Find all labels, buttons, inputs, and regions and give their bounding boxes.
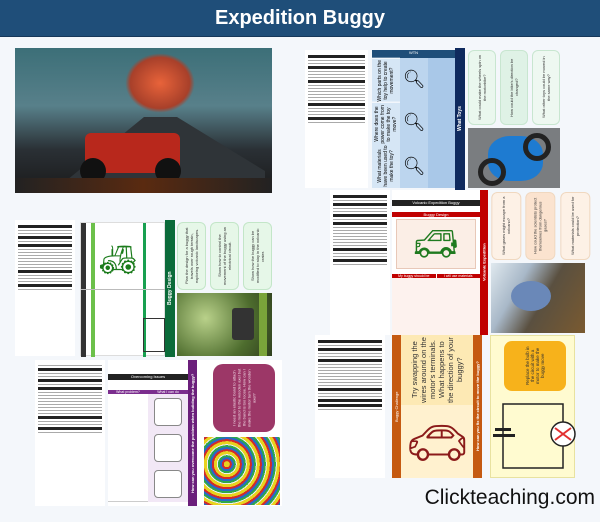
question: Where does the power come from to make t… <box>372 101 400 146</box>
magnifier-icon: 🔍︎ <box>402 112 426 133</box>
overcoming-issues-worksheet: Overcoming Issues What problem? What I c… <box>108 360 188 506</box>
question: Which parts on the toy help to create mo… <box>372 58 400 102</box>
challenge-card: Try swapping the wires around on the mot… <box>401 335 473 478</box>
section-strip: How can you overcome the problem when bu… <box>188 360 197 506</box>
table-header: WTN <box>372 50 455 58</box>
column-header: What I can do <box>148 390 188 394</box>
sheet-title: Overcoming Issues <box>108 374 188 380</box>
lesson-plan-thumb <box>15 220 75 356</box>
toy-buggy-photo <box>177 293 272 356</box>
buggy-design-worksheet: 🚜︎ <box>80 222 166 357</box>
rubber-bands-photo <box>204 437 280 505</box>
question-card: What gases might escape from a volcano? <box>491 192 522 260</box>
volcanic-gas-photo <box>491 263 585 333</box>
page-title: Expedition Buggy <box>0 0 600 37</box>
jeep-icon: 🚙︎ <box>396 219 476 269</box>
section-strip: How can you fix the circuit to move the … <box>473 335 482 478</box>
what-toys-worksheet: WTN Which parts on the toy help to creat… <box>372 50 455 188</box>
speech-bubble: I need an elastic band to attach the mot… <box>213 364 275 432</box>
volcanic-worksheet: Volcanic Expedition Buggy Buggy Design 🚙… <box>392 190 480 338</box>
lesson-plan-thumb <box>330 190 390 335</box>
lesson-plan-thumb <box>305 50 368 188</box>
task-card: Show how to control the movement of the … <box>210 222 239 290</box>
challenge-prompt: Try swapping the wires around on the mot… <box>401 335 473 405</box>
vintage-car-icon: 🚗︎ <box>405 415 469 471</box>
lesson-plan-thumb <box>315 335 385 478</box>
column-header: I will use materials <box>436 274 480 278</box>
brand-footer: Clickteaching.com <box>424 486 595 509</box>
circuit-diagram <box>493 403 576 469</box>
motorbike-toy-photo <box>468 128 560 188</box>
question: What materials have been used to make th… <box>377 146 395 188</box>
task-card: Show how the buggy can be modified to st… <box>243 222 272 290</box>
sheet-heading: Buggy Design <box>392 212 480 217</box>
question-card: What other toys could be moved in the sa… <box>532 50 560 125</box>
question-card: What could make the wheels spin on the m… <box>468 50 496 125</box>
column-header: My buggy should be <box>392 274 436 278</box>
sheet-title: Volcanic Expedition Buggy <box>392 200 480 206</box>
tractor-icon: 🚜︎ <box>99 244 138 277</box>
section-strip: Buggy Design <box>165 220 175 357</box>
magnifier-icon: 🔍︎ <box>402 69 426 90</box>
question-card: How could the bike's direction be change… <box>500 50 528 125</box>
column-header: What problem? <box>108 390 148 394</box>
section-strip: What Toys <box>455 48 465 190</box>
question-card: How could the scientists protect themsel… <box>525 192 556 260</box>
circuit-card: Replace the bulb in the circuit with a m… <box>490 335 576 478</box>
question-card: What materials could be used for protect… <box>559 192 590 260</box>
magnifier-icon: 🔍︎ <box>402 155 426 176</box>
task-card: Plan the design for a buggy that travels… <box>177 222 206 290</box>
section-strip: Volcanic Expedition <box>480 190 488 335</box>
section-strip: Buggy Challenge <box>392 335 401 478</box>
lesson-plan-thumb <box>35 360 105 506</box>
instruction-card: Replace the bulb in the circuit with a m… <box>504 341 566 391</box>
volcano-buggy-photo <box>15 48 272 193</box>
